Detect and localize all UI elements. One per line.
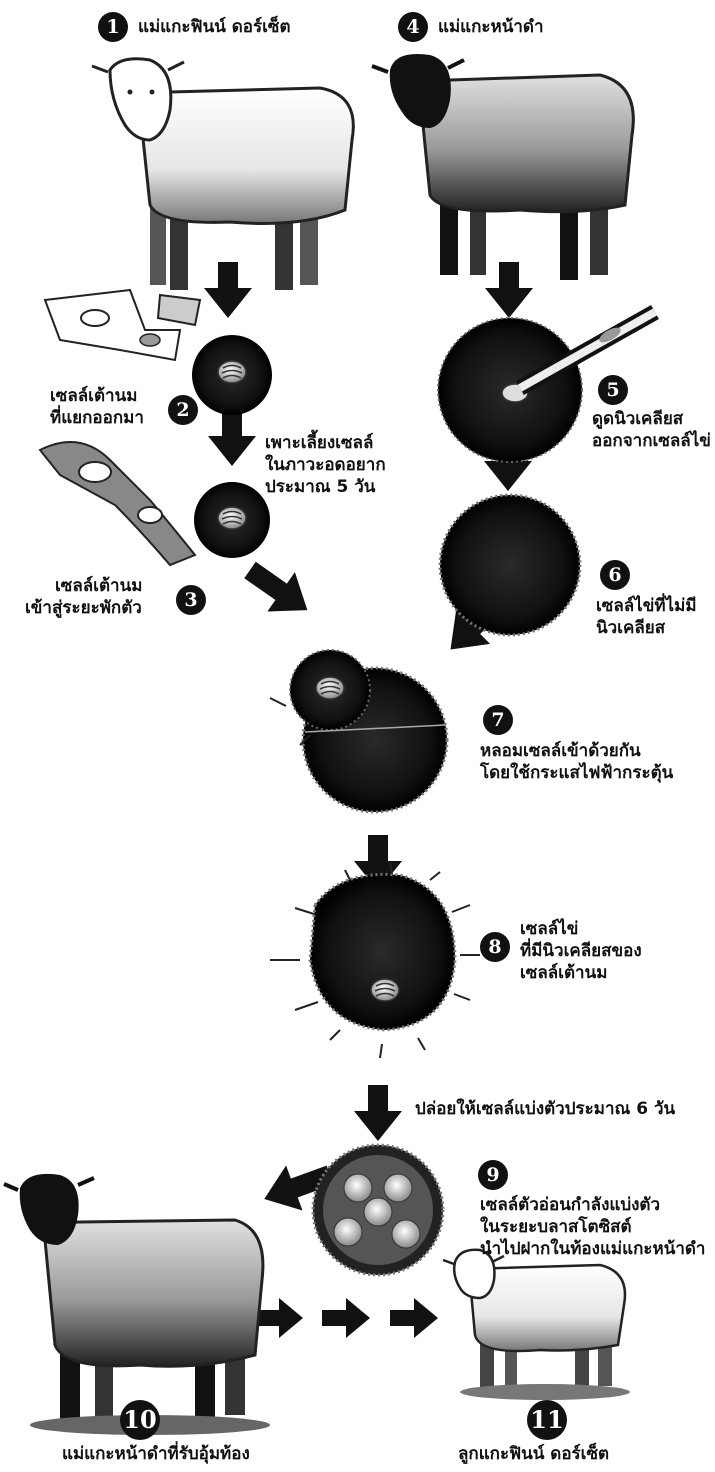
step-9-label-line1: เซลล์ตัวอ่อนกำลังแบ่งตัว	[480, 1194, 660, 1216]
fused-cells-illustration	[270, 650, 447, 812]
step-5-label-line2: ออกจากเซลล์ไข่	[592, 430, 711, 452]
enucleated-egg-cell	[440, 495, 580, 635]
step-6-label-line2: นิวเคลียส	[596, 617, 665, 639]
step-9-label-line3: นำไปฝากในท้องแม่แกะหน้าดำ	[480, 1238, 705, 1260]
step-8-label-line2: ที่มีนิวเคลียสของ	[520, 940, 642, 962]
step-9-label-line2: ในระยะบลาสโตซิสต์	[480, 1216, 632, 1238]
step-4-label: แม่แกะหน้าดำ	[438, 16, 544, 38]
step-3-label-line2: เข้าสู่ระยะพักตัว	[25, 597, 142, 619]
blastocyst-illustration	[313, 1145, 443, 1275]
divide-note: ปล่อยให้เซลล์แบ่งตัวประมาณ 6 วัน	[415, 1098, 675, 1120]
step-8-label-line1: เซลล์ไข่	[520, 918, 578, 940]
step-7-label-line1: หลอมเซลล์เข้าด้วยกัน	[480, 740, 641, 762]
culture-note-line1: เพาะเลี้ยงเซลล์	[265, 432, 373, 454]
step-10-label: แม่แกะหน้าดำที่รับอุ้มท้อง	[62, 1443, 250, 1465]
udder-cells-illustration	[45, 290, 200, 360]
culture-note-line3: ประมาณ 5 วัน	[265, 476, 375, 498]
step-2-badge: 2	[168, 395, 198, 425]
cloned-lamb-illustration	[443, 1250, 630, 1400]
step-11-badge: 11	[527, 1400, 567, 1440]
step-5-badge: 5	[598, 375, 628, 405]
step-8-label-line3: เซลล์เต้านม	[520, 962, 607, 984]
step-9-badge: 9	[478, 1160, 508, 1190]
step-7-badge: 7	[483, 705, 513, 735]
step-10-badge: 10	[120, 1400, 160, 1440]
step-1-badge: 1	[98, 12, 128, 42]
step-2-label-line1: เซลล์เต้านม	[50, 385, 137, 407]
culture-note-line2: ในภาวะอดอยาก	[265, 454, 386, 476]
resting-udder-cells-illustration	[40, 442, 195, 565]
reconstructed-egg-illustration	[270, 862, 480, 1058]
step-7-label-line2: โดยใช้กระแสไฟฟ้ากระตุ้น	[480, 762, 673, 784]
step-3-label-line1: เซลล์เต้านม	[55, 575, 142, 597]
step-2-label-line2: ที่แยกออกมา	[50, 407, 144, 429]
white-faced-sheep-illustration	[92, 59, 353, 290]
surrogate-sheep-illustration	[4, 1174, 270, 1435]
step-11-label: ลูกแกะฟินน์ ดอร์เซ็ต	[458, 1443, 609, 1465]
step-1-label: แม่แกะฟินน์ ดอร์เซ็ต	[138, 16, 291, 38]
step-4-badge: 4	[398, 12, 428, 42]
step-6-badge: 6	[600, 560, 630, 590]
step-5-label-line1: ดูดนิวเคลียส	[592, 408, 683, 430]
black-faced-sheep-illustration	[372, 54, 633, 280]
step-3-badge: 3	[176, 585, 206, 615]
step-8-badge: 8	[480, 932, 510, 962]
step-6-label-line1: เซลล์ไข่ที่ไม่มี	[596, 595, 697, 617]
